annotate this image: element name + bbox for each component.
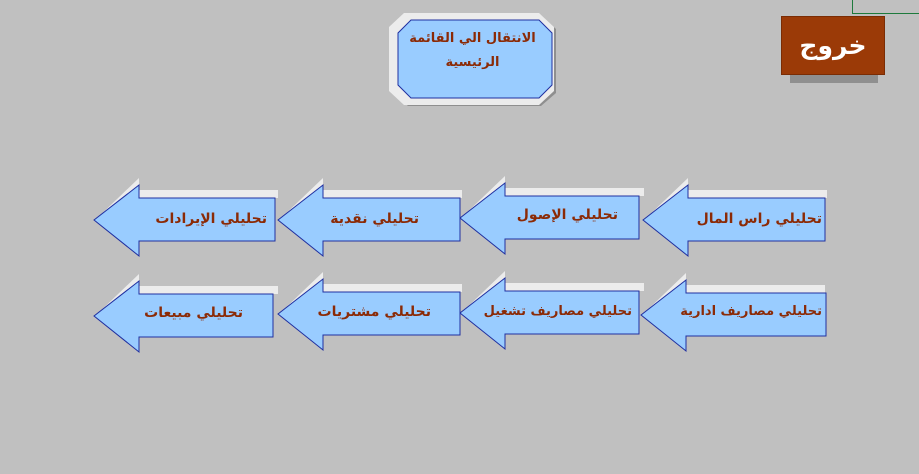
nav-label-assets-analysis: تحليلي الإصول xyxy=(516,207,618,223)
nav-arrow-admin-expenses-analysis[interactable]: تحليلي مصاريف ادارية xyxy=(640,273,828,353)
nav-label-revenue-analysis: تحليلي الإيرادات xyxy=(155,211,267,227)
cell-border-horizontal xyxy=(852,13,919,14)
nav-label-admin-expenses-analysis: تحليلي مصاريف ادارية xyxy=(680,304,822,319)
nav-label-purchases-analysis: تحليلي مشتريات xyxy=(317,304,431,320)
nav-arrow-operating-expenses-analysis[interactable]: تحليلي مصاريف تشغيل xyxy=(459,271,647,351)
left-arrow-icon xyxy=(277,272,462,352)
left-arrow-icon xyxy=(459,176,644,256)
nav-arrow-revenue-analysis[interactable]: تحليلي الإيرادات xyxy=(93,178,281,258)
nav-arrow-purchases-analysis[interactable]: تحليلي مشتريات xyxy=(277,272,465,352)
cell-border-vertical xyxy=(852,0,853,14)
nav-label-capital-analysis: تحليلي راس المال xyxy=(696,211,822,227)
main-menu-label-line2: الرئيسية xyxy=(445,55,500,70)
nav-label-sales-analysis: تحليلي مبيعات xyxy=(144,305,243,321)
main-menu-label-line1: الانتقال الي القائمة xyxy=(409,31,536,46)
nav-arrow-capital-analysis[interactable]: تحليلي راس المال xyxy=(642,178,830,258)
main-menu-button[interactable]: الانتقال الي القائمة الرئيسية xyxy=(386,11,559,107)
left-arrow-icon xyxy=(93,274,278,354)
left-arrow-icon xyxy=(642,178,827,258)
nav-label-cash-analysis: تحليلي نقدية xyxy=(330,211,419,227)
main-menu-label: الانتقال الي القائمة الرئيسية xyxy=(400,27,545,75)
nav-arrow-cash-analysis[interactable]: تحليلي نقدية xyxy=(277,178,465,258)
nav-arrow-assets-analysis[interactable]: تحليلي الإصول xyxy=(459,176,647,256)
main-menu-octagon-shape xyxy=(389,13,556,106)
left-arrow-icon xyxy=(93,178,278,258)
exit-button[interactable]: خروج xyxy=(781,16,885,75)
left-arrow-icon xyxy=(277,178,462,258)
selected-cell-marker xyxy=(852,0,919,14)
left-arrow-icon xyxy=(459,271,644,351)
nav-arrow-sales-analysis[interactable]: تحليلي مبيعات xyxy=(93,274,281,354)
left-arrow-icon xyxy=(640,273,827,353)
nav-label-operating-expenses-analysis: تحليلي مصاريف تشغيل xyxy=(483,304,632,319)
